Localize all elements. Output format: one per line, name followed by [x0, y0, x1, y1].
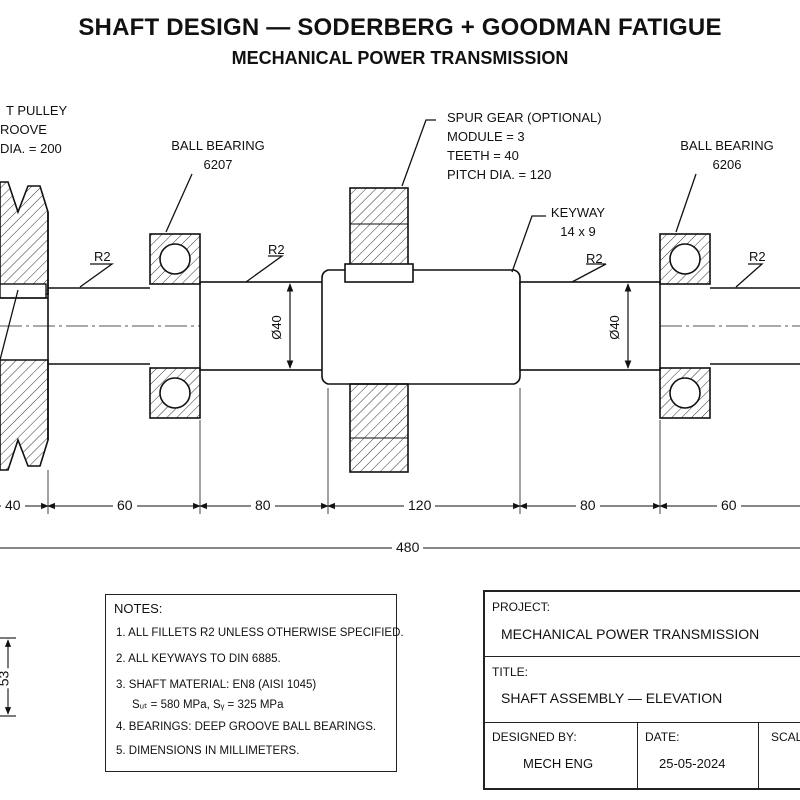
title-block-divider-1: [485, 656, 800, 657]
shaft-body: [48, 269, 800, 385]
title-label: TITLE:: [492, 665, 529, 679]
fillet-leader-3: [571, 263, 607, 283]
dim-pulley-40: 40: [1, 497, 25, 513]
spur-gear: [344, 187, 414, 473]
fillet-label-3: R2: [586, 251, 603, 266]
note-5: 5. DIMENSIONS IN MILLIMETERS.: [116, 745, 300, 757]
gear-leader: [401, 119, 436, 187]
gear-callout: SPUR GEAR (OPTIONAL) MODULE = 3 TEETH = …: [447, 108, 602, 184]
bearing-right-callout: BALL BEARING 6206: [667, 136, 787, 174]
pulley-leader: [0, 289, 19, 361]
keyway-callout-line2: 14 x 9: [560, 224, 596, 239]
dim-shoulder-80-left: 80: [251, 497, 275, 513]
fillet-leader-2: [245, 255, 285, 283]
bearing-left-leader: [165, 173, 193, 233]
drawing-subtitle: MECHANICAL POWER TRANSMISSION: [231, 48, 569, 68]
gear-callout-line4: PITCH DIA. = 120: [447, 167, 552, 182]
fillet-label-1: R2: [94, 249, 111, 264]
date-label: DATE:: [645, 730, 680, 744]
bearing-right-callout-line1: BALL BEARING: [680, 138, 774, 153]
dim-shoulder-80-right: 80: [576, 497, 600, 513]
title-block-col-divider-2: [758, 722, 759, 788]
note-2: 2. ALL KEYWAYS TO DIN 6885.: [116, 653, 281, 665]
title-value: SHAFT ASSEMBLY — ELEVATION: [501, 690, 723, 706]
title-block-divider-2: [485, 722, 800, 723]
fillet-label-4: R2: [749, 249, 766, 264]
bearing-right-callout-line2: 6206: [712, 157, 742, 172]
bearing-left-callout-line2: 6207: [203, 157, 233, 172]
designed-by-label: DESIGNED BY:: [492, 730, 577, 744]
date-value: 25-05-2024: [659, 756, 726, 771]
gear-callout-line1: SPUR GEAR (OPTIONAL): [447, 110, 602, 125]
bearing-left-callout-line1: BALL BEARING: [171, 138, 265, 153]
drawing-title: SHAFT DESIGN — SODERBERG + GOODMAN FATIG…: [78, 14, 722, 41]
dim-gear-seat-120: 120: [404, 497, 436, 513]
keyway-callout: KEYWAY 14 x 9: [538, 203, 618, 241]
note-3: 3. SHAFT MATERIAL: EN8 (AISI 1045): [116, 679, 317, 691]
notes-box: NOTES: 1. ALL FILLETS R2 UNLESS OTHERWIS…: [105, 594, 404, 772]
gear-callout-line2: MODULE = 3: [447, 129, 525, 144]
dim-overall-480: 480: [392, 539, 424, 555]
extension-lines: [47, 388, 661, 514]
title-block: PROJECT: MECHANICAL POWER TRANSMISSION T…: [483, 590, 800, 790]
note-1: 1. ALL FILLETS R2 UNLESS OTHERWISE SPECI…: [116, 627, 404, 639]
notes-heading: NOTES:: [114, 601, 163, 616]
pulley-callout: T PULLEY ROOVE DIA. = 200: [0, 101, 67, 158]
note-4: 4. BEARINGS: DEEP GROOVE BALL BEARINGS.: [116, 721, 377, 733]
bearing-left-callout: BALL BEARING 6207: [158, 136, 278, 174]
keyway-callout-line1: KEYWAY: [550, 205, 606, 220]
note-3-material-props: Sᵤₜ = 580 MPa, Sᵧ = 325 MPa: [132, 699, 284, 711]
fillet-label-2: R2: [268, 242, 285, 257]
project-value: MECHANICAL POWER TRANSMISSION: [501, 626, 760, 642]
project-label: PROJECT:: [492, 600, 551, 614]
bearing-right: [659, 233, 711, 419]
bearing-left: [149, 233, 201, 419]
diameter-label-left: Ø40: [266, 313, 286, 342]
dim-bearing-60-right: 60: [717, 497, 741, 513]
keyway-leader: [511, 215, 546, 273]
v-pulley: [0, 181, 49, 471]
fillet-leader-1: [79, 263, 115, 288]
pulley-callout-line2: ROOVE: [0, 122, 47, 137]
bearing-right-leader: [675, 173, 697, 233]
scale-label: SCAL: [771, 730, 800, 744]
diameter-label-right: Ø40: [604, 313, 624, 342]
dim-side-53: 53: [0, 668, 14, 689]
designed-by-value: MECH ENG: [523, 756, 594, 771]
pulley-callout-line3: DIA. = 200: [0, 141, 62, 156]
title-block-col-divider-1: [637, 722, 638, 788]
gear-callout-line3: TEETH = 40: [447, 148, 519, 163]
dim-bearing-60-left: 60: [113, 497, 137, 513]
fillet-leader-4: [735, 263, 764, 288]
pulley-callout-line1: T PULLEY: [6, 103, 68, 118]
